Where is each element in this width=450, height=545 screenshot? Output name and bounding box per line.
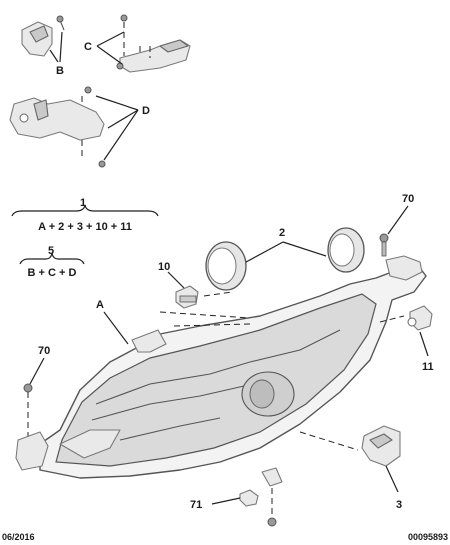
- callout-a: A: [96, 299, 129, 345]
- bracket-b: [21, 15, 65, 57]
- label-b: B: [56, 65, 64, 77]
- ring-2-left: [205, 241, 247, 291]
- callout-2: 2: [245, 227, 327, 263]
- ring-2-right: [327, 227, 365, 273]
- label-a: A: [96, 299, 104, 311]
- bracket-c: [116, 14, 191, 73]
- kit-1: 1 A + 2 + 3 + 10 + 11: [11, 197, 159, 233]
- callout-d: D: [95, 95, 150, 161]
- screw-70-left: 70: [23, 345, 50, 436]
- formula-1: A + 2 + 3 + 10 + 11: [38, 221, 132, 233]
- clip-71: 71: [190, 488, 277, 527]
- bulb-11: 11: [407, 305, 434, 373]
- label-1: 1: [80, 197, 86, 209]
- headlamp-assembly-a: [15, 255, 427, 487]
- footer-ref: 00095893: [408, 532, 448, 542]
- footer-date: 06/2016: [2, 532, 35, 542]
- label-c: C: [84, 41, 92, 53]
- label-70-left: 70: [38, 345, 50, 357]
- callout-b: B: [49, 31, 64, 77]
- label-2: 2: [279, 227, 285, 239]
- levelling-motor-3: 3: [361, 425, 402, 511]
- formula-5: B + C + D: [28, 267, 77, 279]
- label-10: 10: [158, 261, 170, 273]
- label-71: 71: [190, 499, 202, 511]
- bulb-10: 10: [158, 261, 233, 309]
- kit-5: 5 B + C + D: [19, 245, 85, 279]
- screw-70-top: 70: [379, 193, 414, 257]
- label-5: 5: [48, 245, 54, 257]
- callout-c: C: [84, 31, 125, 65]
- label-11: 11: [422, 361, 434, 373]
- bracket-d: [9, 86, 106, 168]
- label-3: 3: [396, 499, 402, 511]
- label-70-top: 70: [402, 193, 414, 205]
- label-d: D: [142, 105, 150, 117]
